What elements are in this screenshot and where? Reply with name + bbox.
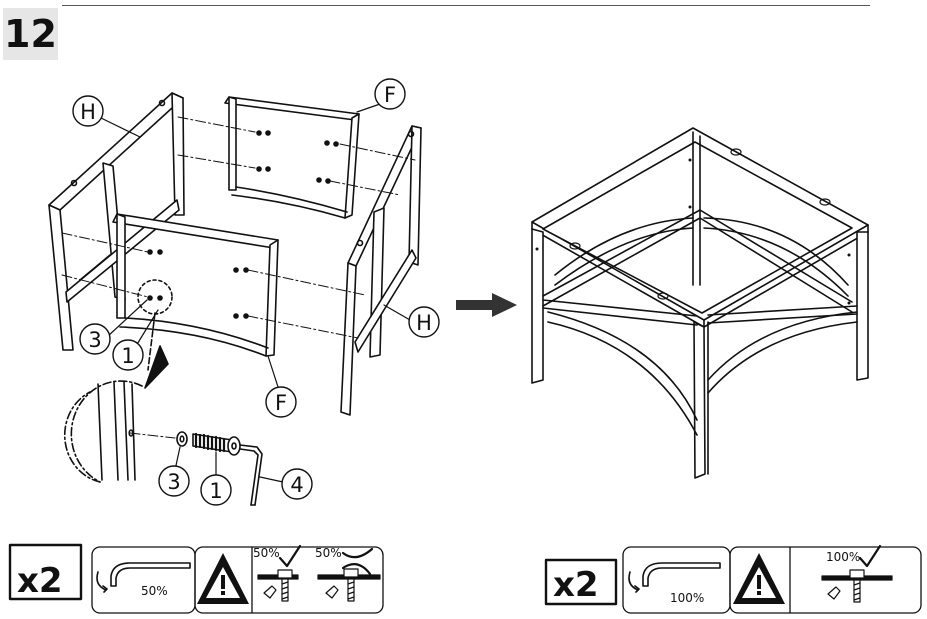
quantity-box-right <box>544 558 618 606</box>
back-panel-F <box>224 96 360 219</box>
callout-circles <box>72 78 440 506</box>
front-panel-F <box>112 213 279 357</box>
detail-zoom <box>64 312 263 506</box>
tighten-card-left <box>91 546 196 614</box>
label-F-front: F <box>275 391 287 415</box>
tighten-percent-left: 50% <box>141 584 168 598</box>
result-arrow <box>456 293 517 317</box>
label-H-right: H <box>416 311 432 335</box>
warning-icon <box>733 553 785 604</box>
label-washer-3-detail: 3 <box>167 470 180 494</box>
not-ok-percent-left: 50% <box>315 546 342 560</box>
allen-key-icon <box>628 562 721 593</box>
label-allen-key-4: 4 <box>290 473 303 497</box>
tighten-percent-right: 100% <box>670 591 704 605</box>
bolt-icon-ok <box>821 569 893 603</box>
quantity-left: x2 <box>17 561 63 601</box>
check-icon <box>858 544 882 568</box>
callout-leaders <box>100 103 411 483</box>
ok-percent-left: 50% <box>253 546 280 560</box>
bolt-icon-not-ok <box>317 568 381 602</box>
warning-card-right <box>729 546 922 614</box>
label-washer-3: 3 <box>88 328 101 352</box>
quantity-right: x2 <box>553 565 599 605</box>
top-rule <box>62 5 870 6</box>
warning-icon <box>197 553 249 604</box>
label-bolt-1-detail: 1 <box>209 479 222 503</box>
assembled-table <box>531 127 869 479</box>
legend-left: x2 50% 50% 50% <box>8 543 384 614</box>
label-bolt-1: 1 <box>121 344 134 368</box>
warning-card-left <box>194 546 384 614</box>
allen-key-icon <box>96 562 191 593</box>
cross-icon <box>341 547 374 576</box>
ok-percent-right: 100% <box>826 550 860 564</box>
quantity-box-left <box>8 543 83 601</box>
alignment-lines <box>61 116 416 439</box>
step-number: 12 <box>3 8 58 60</box>
right-frame-H <box>340 125 422 416</box>
check-icon <box>278 544 302 568</box>
label-F-back: F <box>384 83 396 107</box>
label-H-left: H <box>80 100 96 124</box>
bolt-icon-ok <box>257 569 299 602</box>
legend-right: x2 100% 100% <box>544 544 922 614</box>
